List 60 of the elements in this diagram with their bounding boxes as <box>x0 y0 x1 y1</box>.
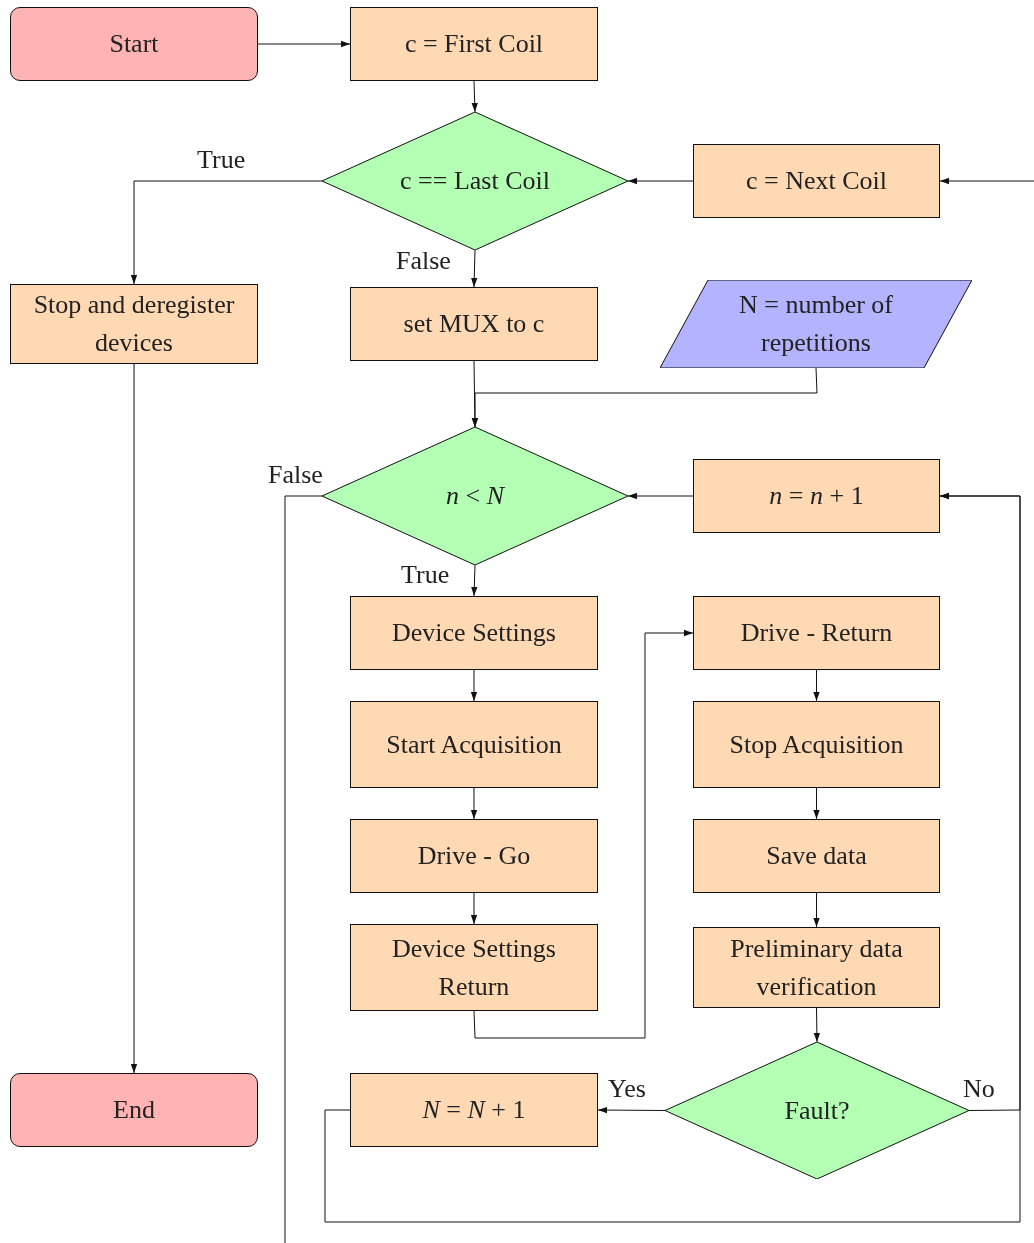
process-box <box>350 7 598 81</box>
node-label: Device Settings Return <box>391 932 557 1003</box>
arrow <box>130 363 138 1074</box>
node-label: c == Last Coil <box>399 165 551 198</box>
terminal-box <box>10 7 258 81</box>
process-box <box>693 459 940 533</box>
node-label: Drive - Go <box>416 840 532 873</box>
node-label: N = N + 1 <box>421 1094 527 1127</box>
arrow <box>813 669 820 702</box>
node-label: Stop Acquisition <box>728 728 905 761</box>
node-label: Stop and deregister devices <box>32 289 236 359</box>
node-label: Drive - Return <box>739 617 894 650</box>
node-label: Fault? <box>783 1094 851 1127</box>
arrow <box>471 80 478 113</box>
arrow <box>813 892 820 928</box>
node-label: c = Next Coil <box>744 165 888 198</box>
arrow <box>471 360 478 428</box>
node-label: c = First Coil <box>403 28 545 61</box>
arrow <box>257 40 351 48</box>
process-box <box>693 701 940 788</box>
node-label: n < N <box>445 480 507 513</box>
decision-diamond <box>322 112 628 250</box>
arrow <box>813 787 820 820</box>
arrow <box>470 669 478 702</box>
arrow <box>597 1106 666 1114</box>
arrow <box>627 492 694 500</box>
arrow <box>471 249 478 288</box>
process-box <box>350 819 598 893</box>
process-box <box>693 927 940 1008</box>
data-parallelogram <box>660 280 972 368</box>
arrow <box>813 1007 820 1043</box>
node-label: N = number of repetitions <box>738 289 894 359</box>
process-box <box>350 701 598 788</box>
arrow <box>939 177 1034 185</box>
node-label: Device Settings <box>391 617 557 650</box>
process-box <box>350 596 598 670</box>
node-label: Start <box>108 28 160 61</box>
decision-diamond <box>322 427 628 565</box>
arrow <box>470 787 478 820</box>
process-box <box>350 287 598 361</box>
arrow <box>473 629 694 1039</box>
arrow <box>324 492 1021 1223</box>
arrow <box>627 177 694 185</box>
process-box <box>350 1073 598 1147</box>
arrow <box>471 367 818 428</box>
node-label: set MUX to c <box>402 308 546 341</box>
process-box <box>693 819 940 893</box>
node-label: End <box>112 1094 156 1127</box>
node-label: Save data <box>765 840 868 873</box>
process-box <box>10 284 258 364</box>
process-box <box>350 924 598 1011</box>
arrow <box>470 892 478 925</box>
arrow <box>130 180 323 285</box>
process-box <box>693 144 940 218</box>
terminal-box <box>10 1073 258 1147</box>
node-label: n = n + 1 <box>768 480 865 513</box>
node-label: Start Acquisition <box>385 728 563 761</box>
process-box <box>693 596 940 670</box>
node-label: Preliminary data verification <box>729 932 904 1003</box>
arrow <box>471 564 478 597</box>
